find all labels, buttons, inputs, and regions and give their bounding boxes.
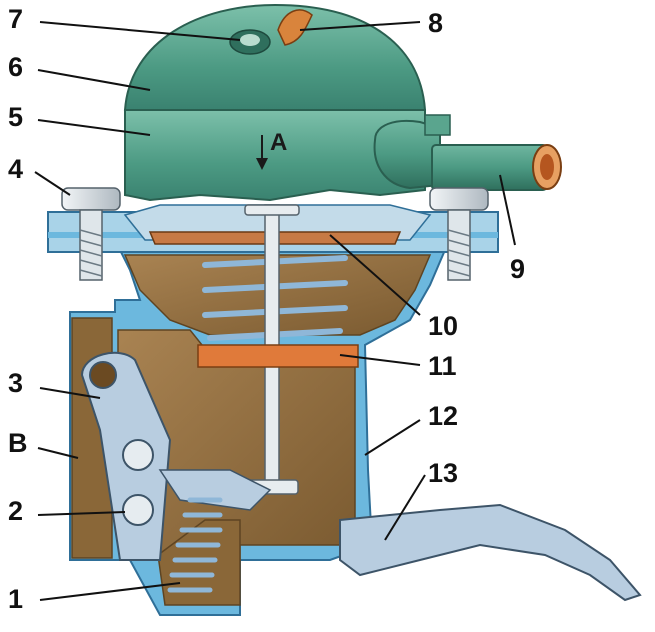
callout-4: 4 <box>8 154 23 184</box>
callout-10: 10 <box>428 311 458 341</box>
drive-lever <box>339 503 642 602</box>
callout-7: 7 <box>8 4 23 34</box>
outlet-pipe <box>373 114 562 191</box>
callout-3: 3 <box>8 368 23 398</box>
bolt-left <box>61 187 121 281</box>
callout-11: 11 <box>428 351 457 381</box>
lever-spring <box>167 497 223 593</box>
callout-B: B <box>8 428 28 458</box>
callout-13: 13 <box>428 458 458 488</box>
callouts: 7 8 6 5 4 9 10 11 12 13 3 B 2 1 <box>8 4 525 614</box>
pump-cover <box>123 3 427 202</box>
callout-6: 6 <box>8 52 23 82</box>
callout-12: 12 <box>428 401 458 431</box>
lever-plate <box>80 351 172 561</box>
callout-1: 1 <box>8 584 23 614</box>
callout-5: 5 <box>8 102 23 132</box>
callout-9: 9 <box>510 254 525 284</box>
flow-label: A <box>270 129 287 156</box>
flow-arrow: A <box>256 129 287 170</box>
callout-8: 8 <box>428 8 443 38</box>
seal-washer <box>197 344 359 368</box>
bolt-right <box>429 187 489 281</box>
leader-lines <box>34 21 516 601</box>
callout-2: 2 <box>8 496 23 526</box>
